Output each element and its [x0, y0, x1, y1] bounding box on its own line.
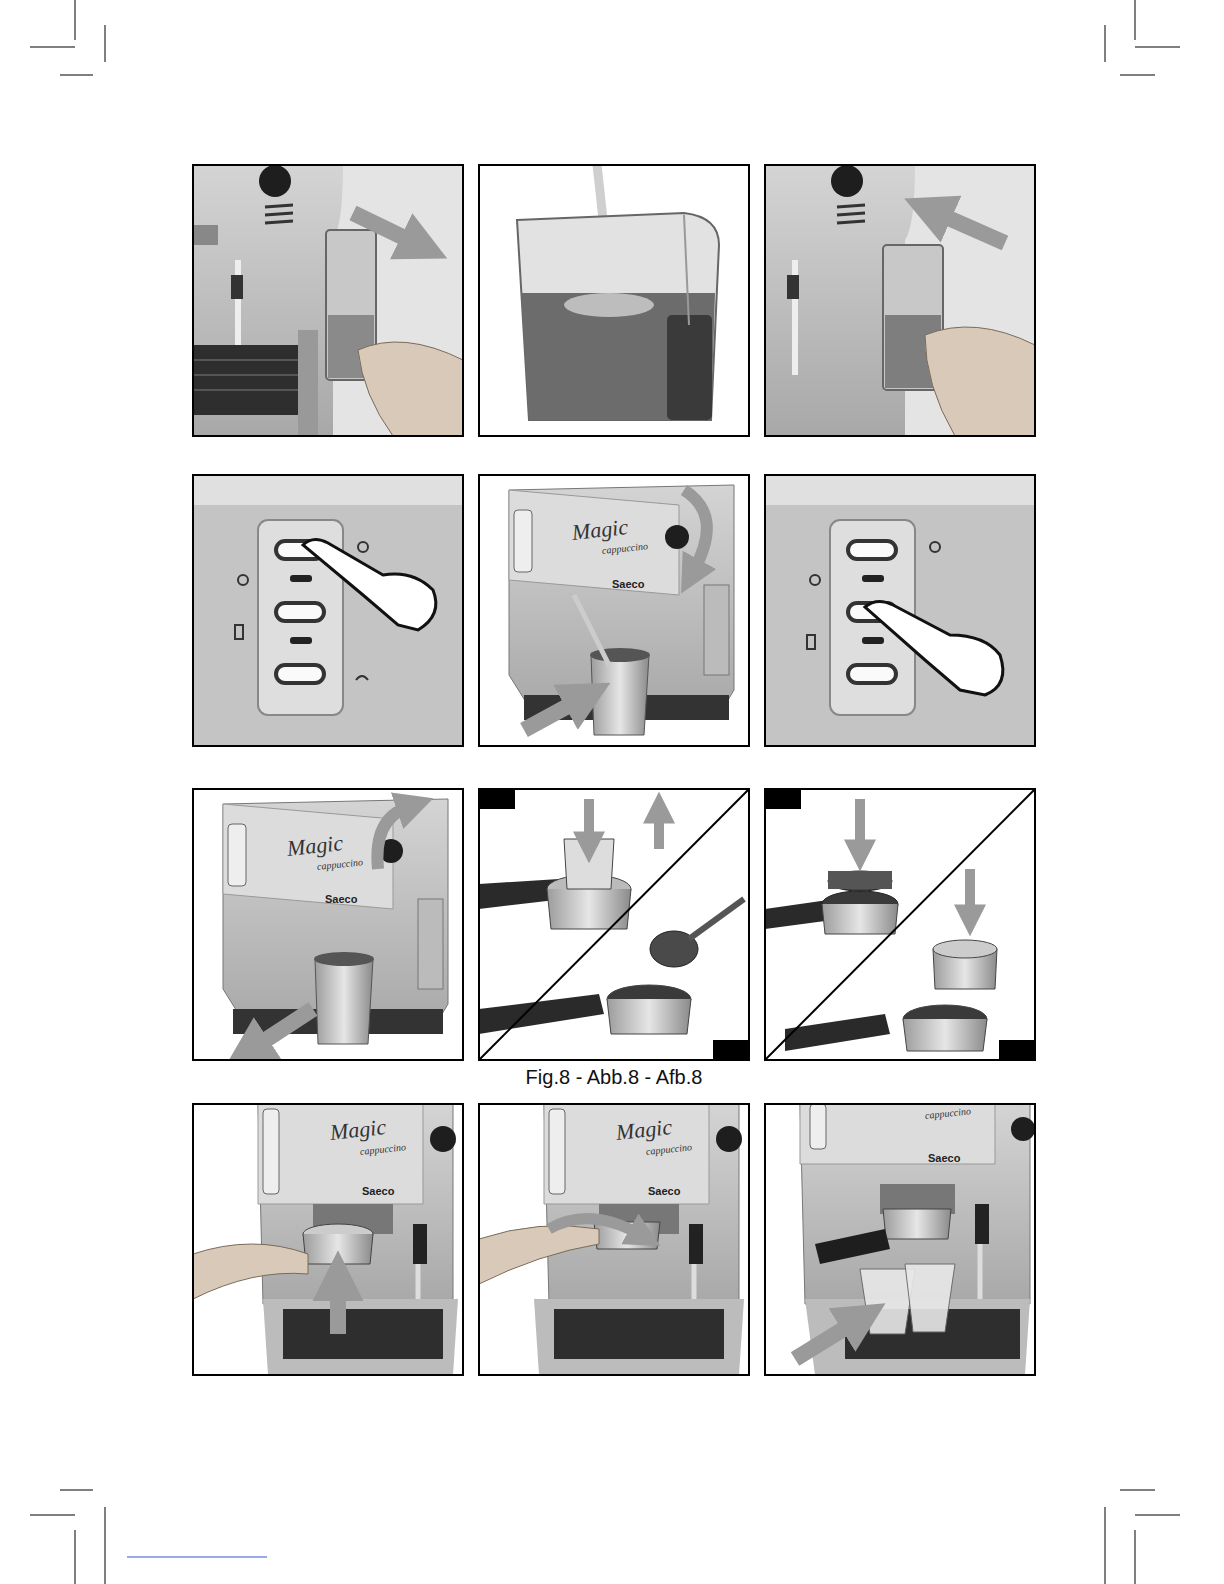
- panel-remove-tank: [193, 165, 463, 436]
- brand-logo-text: Saeco: [928, 1152, 960, 1164]
- crop-marks: [30, 0, 1180, 1584]
- brand-model-text: cappuccino: [316, 856, 363, 872]
- panel-steam-pitcher: [479, 475, 749, 746]
- panel-press-steam: [765, 475, 1035, 746]
- brand-logo-text: Saeco: [648, 1185, 680, 1197]
- brand-logo-text: Saeco: [325, 893, 357, 905]
- brand-model-text: cappuccino: [924, 1105, 971, 1121]
- panel-fill-tank: [479, 165, 749, 436]
- panel-place-cups: [765, 1104, 1035, 1375]
- panel-ground-coffee: [479, 789, 749, 1060]
- panel-remove-pitcher: [193, 789, 463, 1060]
- brand-logo-text: Saeco: [362, 1185, 394, 1197]
- brand-model-text: Magic: [286, 830, 345, 862]
- brand-logo-text: Saeco: [612, 578, 644, 590]
- brand-model-text: cappuccino: [601, 540, 648, 556]
- panel-press-power: [193, 475, 463, 746]
- brand-model-text: cappuccino: [645, 1141, 692, 1157]
- figure-caption: Fig.8 - Abb.8 - Afb.8: [526, 1066, 703, 1089]
- brand-model-text: Magic: [615, 1114, 674, 1146]
- panel-insert-tank: [765, 165, 1035, 436]
- panel-pod-filter: [765, 789, 1035, 1060]
- brand-model-text: Magic: [571, 514, 630, 546]
- brand-model-text: Magic: [329, 1114, 388, 1146]
- panel-lock-holder: [479, 1104, 749, 1375]
- brand-model-text: cappuccino: [359, 1141, 406, 1157]
- panel-insert-holder: [193, 1104, 463, 1375]
- link-underline: [127, 1557, 267, 1558]
